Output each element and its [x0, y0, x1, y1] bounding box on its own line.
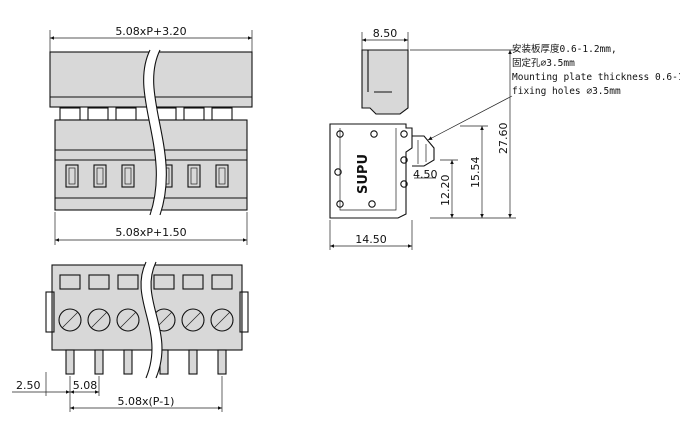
front-break-band [143, 50, 167, 215]
bottom-break-band [141, 262, 162, 378]
side-view: 8.50 SUPU 4.50 [329, 27, 680, 250]
bottom-offset-label: 2.50 [16, 379, 41, 392]
side-height-mid-label: 12.20 [439, 175, 452, 207]
front-top-width-label: 5.08xP+3.20 [115, 25, 186, 38]
front-bottom-width-label: 5.08xP+1.50 [115, 226, 186, 239]
side-mounting-note: 安装板厚度0.6-1.2mm, 固定孔⌀3.5mm Mounting plate… [512, 43, 680, 97]
bottom-span-label: 5.08x(P-1) [118, 395, 175, 408]
side-base-width-label: 14.50 [355, 233, 387, 246]
note-line-2: 固定孔⌀3.5mm [512, 57, 575, 69]
front-view: 5.08xP+3.20 [49, 25, 253, 245]
note-line-1: 安装板厚度0.6-1.2mm, [512, 43, 617, 55]
side-plug-top [361, 49, 409, 115]
side-mount-holes [334, 130, 408, 208]
side-mounting-clip [412, 135, 435, 167]
side-height-total-label: 27.60 [497, 123, 510, 155]
side-height-inner-label: 15.54 [469, 157, 482, 189]
side-hole-offset-label: 4.50 [413, 168, 438, 181]
front-slots [59, 107, 233, 121]
side-header-housing [329, 123, 413, 219]
side-top-width-label: 8.50 [373, 27, 398, 40]
side-note-leader [427, 95, 513, 141]
side-brand-text: SUPU [356, 154, 371, 194]
bottom-view: 2.50 5.08 5.08x(P-1) [12, 261, 249, 412]
note-line-3: Mounting plate thickness 0.6-1.2mm, [512, 72, 680, 83]
bottom-pitch-label: 5.08 [73, 379, 98, 392]
bottom-terminal-cells [58, 274, 234, 332]
bottom-pins [65, 349, 227, 375]
note-line-4: fixing holes ⌀3.5mm [512, 86, 621, 97]
